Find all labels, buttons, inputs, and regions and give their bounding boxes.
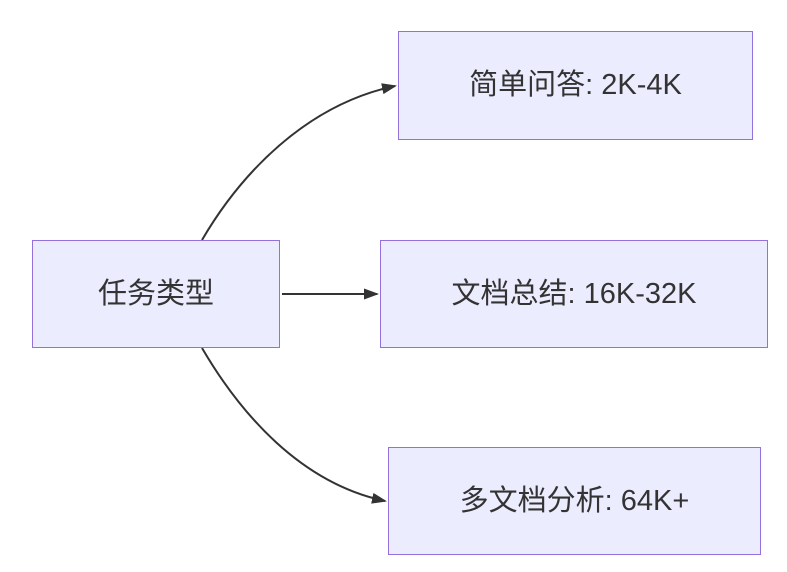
- node-doc-summary: 文档总结: 16K-32K: [380, 240, 768, 348]
- node-simple-qa-label: 简单问答: 2K-4K: [469, 69, 682, 102]
- edge-task-type-to-simple-qa: [201, 83, 397, 241]
- node-multidoc-analysis: 多文档分析: 64K+: [388, 447, 761, 555]
- node-doc-summary-label: 文档总结: 16K-32K: [451, 277, 697, 310]
- edge-task-type-to-multidoc: [201, 347, 387, 504]
- node-simple-qa: 简单问答: 2K-4K: [398, 31, 753, 140]
- node-task-type: 任务类型: [32, 240, 280, 348]
- node-multidoc-analysis-label: 多文档分析: 64K+: [459, 484, 690, 517]
- node-task-type-label: 任务类型: [97, 277, 214, 310]
